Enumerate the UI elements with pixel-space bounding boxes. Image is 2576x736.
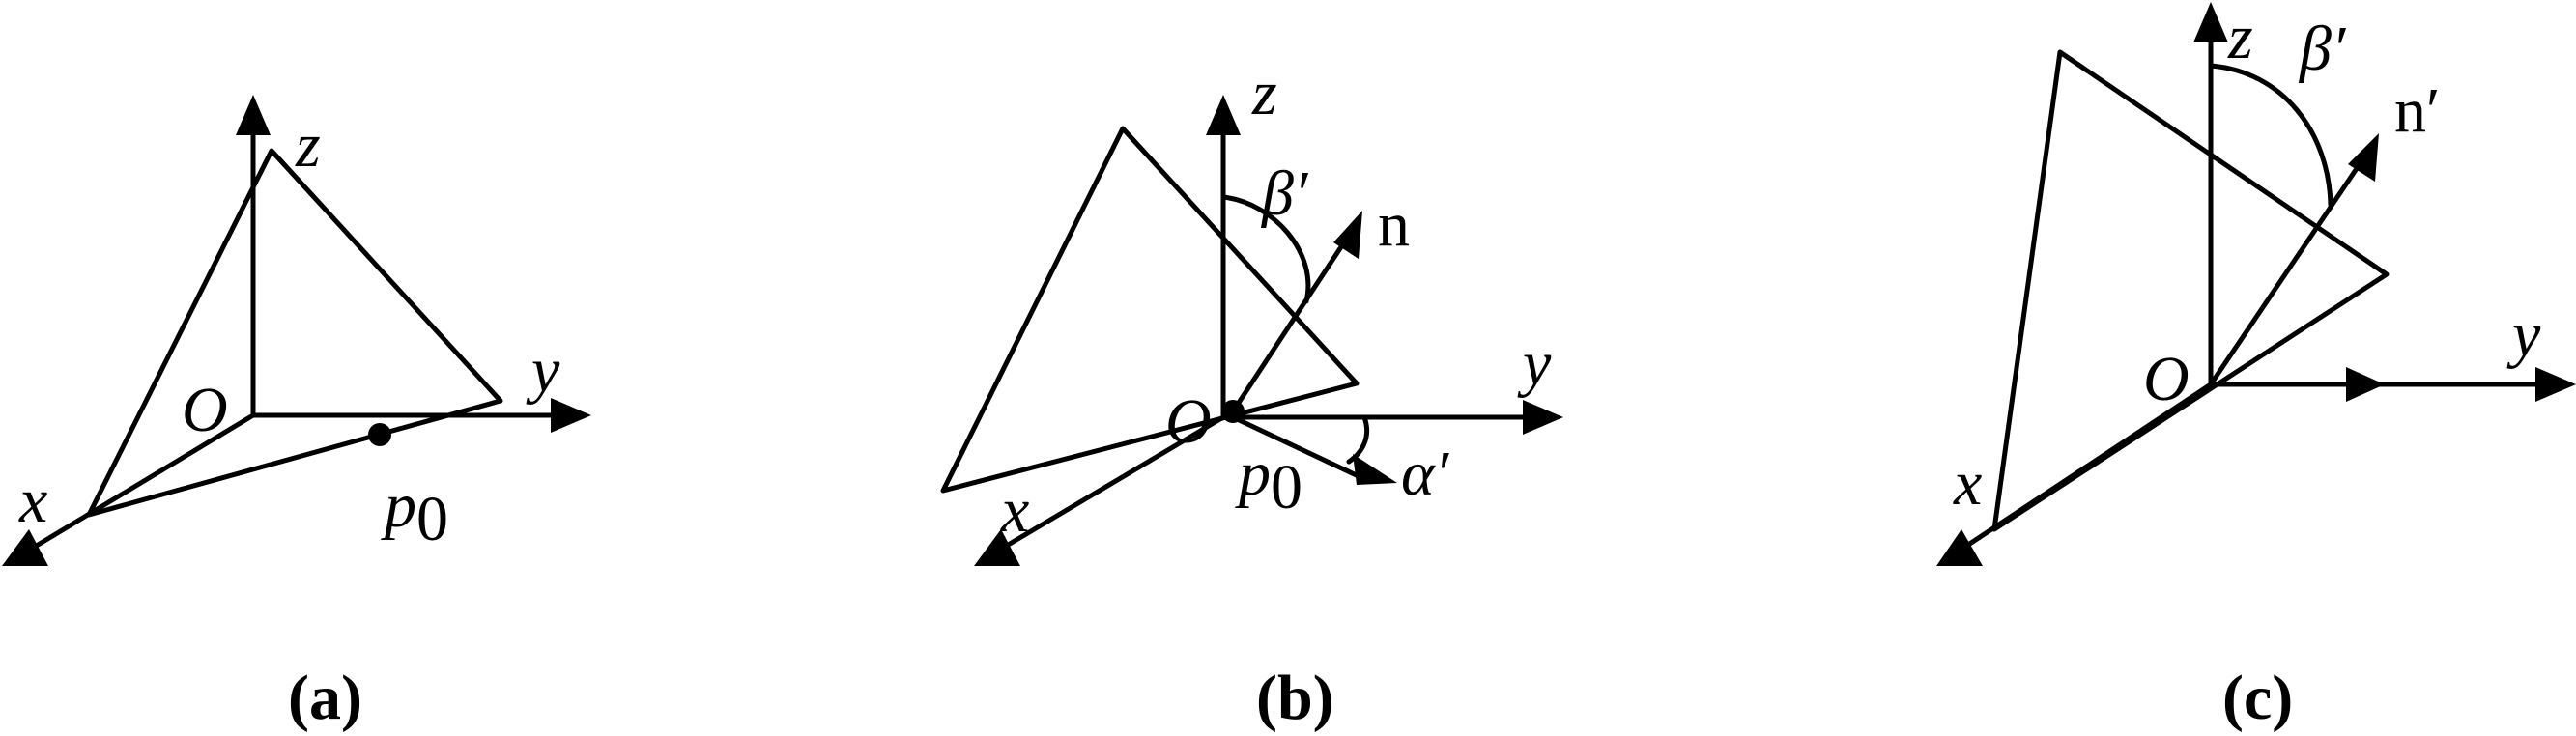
panel-b-point-p0 (1221, 400, 1245, 423)
panel-a-x-label: x (18, 466, 47, 536)
panel-c-y-arrowhead-end (2535, 367, 2576, 402)
panel-b-point-label: p0 (1235, 439, 1302, 523)
panel-b-beta-arc (1220, 194, 1311, 304)
panel-b: z y x O n β′ α′ p0 (b) (940, 58, 1563, 733)
panel-c-x-label: x (1953, 448, 1982, 519)
panel-a-triangle (86, 148, 503, 518)
panel-c-z-arrowhead (2193, 2, 2228, 42)
panel-a-y-arrowhead (551, 398, 591, 433)
panel-c-triangle (1991, 49, 2390, 532)
panel-b-normal-vector (1230, 237, 1349, 414)
panel-a: z y x O p0 (a) (2, 95, 591, 733)
panel-c-beta-arc (2208, 63, 2333, 208)
panel-c-normal-vector (2208, 161, 2362, 387)
panel-b-alpha-label: α′ (1401, 439, 1450, 509)
panel-c-x-arrowhead (1936, 529, 1983, 566)
panel-a-z-arrowhead (236, 95, 271, 135)
panel-b-beta-label: β′ (1260, 158, 1309, 229)
panel-c-z-label: z (2227, 2, 2253, 72)
panel-b-x-axis (1002, 414, 1226, 550)
panel-c-y-arrowhead (2346, 367, 2385, 402)
panel-c-normal-label: n′ (2394, 75, 2440, 146)
panel-c-beta-label: β′ (2298, 14, 2347, 84)
panel-a-point-label: p0 (381, 470, 448, 554)
panel-b-z-arrowhead (1206, 95, 1241, 135)
panel-b-origin-label: O (1165, 386, 1212, 457)
panel-b-normal-arrowhead (1333, 211, 1362, 259)
panel-a-z-label: z (295, 110, 321, 181)
panel-b-x-label: x (1000, 475, 1029, 546)
panel-c-normal-arrowhead (2348, 133, 2379, 182)
panel-b-y-arrowhead (1523, 400, 1563, 435)
panel-c-origin-label: O (2143, 344, 2190, 414)
panel-b-triangle (940, 126, 1360, 494)
panel-a-x-arrowhead (2, 529, 48, 566)
panel-b-z-label: z (1251, 58, 1277, 128)
panel-c: z y x O n′ β′ (c) (1936, 2, 2576, 733)
panel-b-projection-arrowhead (1353, 454, 1397, 485)
panel-a-point-p0 (368, 423, 391, 446)
panel-b-x-arrowhead (974, 529, 1020, 566)
panel-b-y-label: y (1517, 328, 1552, 399)
panel-b-caption: (b) (1256, 663, 1334, 733)
panel-a-y-label: y (526, 335, 560, 406)
panel-c-y-label: y (2506, 299, 2541, 370)
panel-b-normal-label: n (1378, 189, 1410, 260)
panel-a-caption: (a) (288, 663, 362, 733)
panel-a-x-axis (32, 412, 256, 550)
panel-b-alpha-arc (1346, 414, 1370, 465)
panel-c-caption: (c) (2222, 663, 2293, 733)
panel-b-projection-vector (1230, 414, 1363, 480)
panel-a-origin-label: O (182, 375, 228, 445)
